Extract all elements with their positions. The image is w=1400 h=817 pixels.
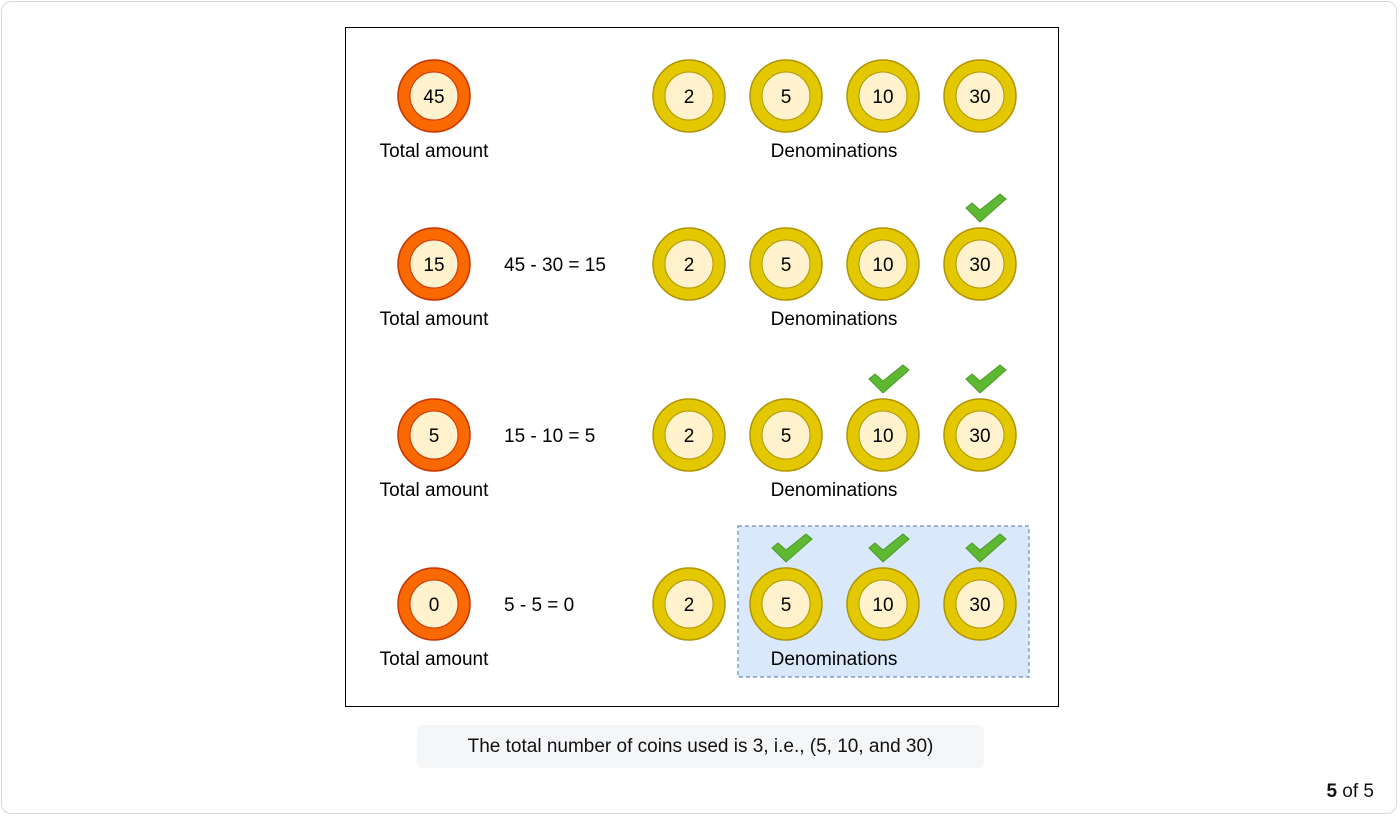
denomination-coin-5-value: 5: [781, 255, 792, 276]
denomination-coin-2-inner: [664, 410, 714, 460]
denominations-label: Denominations: [771, 649, 898, 670]
pager-separator: of: [1342, 781, 1364, 802]
denomination-coin-10-value: 10: [872, 595, 893, 616]
denomination-coin-5-inner: [761, 579, 811, 629]
denomination-coin-10-inner: [858, 239, 908, 289]
denomination-coin-30-value: 30: [969, 595, 990, 616]
denomination-coin-5: 5: [749, 398, 823, 472]
pager-current: 5: [1326, 781, 1338, 802]
total-amount-coin: 45: [397, 59, 471, 133]
denomination-coin-10-value: 10: [872, 255, 893, 276]
total-amount-coin-inner: [409, 579, 459, 629]
total-amount-label: Total amount: [380, 141, 490, 162]
subtraction-equation: 45 - 30 = 15: [504, 255, 606, 276]
denomination-coin-2: 2: [652, 227, 726, 301]
denomination-coin-30-inner: [955, 71, 1005, 121]
denomination-coin-10-inner: [858, 410, 908, 460]
total-amount-label: Total amount: [380, 480, 490, 501]
denomination-coin-2-value: 2: [684, 426, 695, 447]
denomination-coin-2: 2: [652, 398, 726, 472]
denomination-coin-2-inner: [664, 579, 714, 629]
denomination-coin-5-value: 5: [781, 87, 792, 108]
denomination-coin-5-inner: [761, 71, 811, 121]
check-icon: [965, 193, 1007, 223]
check-icon: [771, 533, 813, 563]
denominations-label: Denominations: [771, 141, 898, 162]
total-amount-coin: 0: [397, 567, 471, 641]
denomination-coin-10-inner: [858, 71, 908, 121]
subtraction-equation: 5 - 5 = 0: [504, 595, 574, 616]
denomination-coin-5-inner: [761, 239, 811, 289]
total-amount-coin-inner: [409, 71, 459, 121]
denomination-coin-2-inner: [664, 71, 714, 121]
denomination-coin-30-inner: [955, 579, 1005, 629]
subtraction-equation: 15 - 10 = 5: [504, 426, 595, 447]
denomination-coin-10-value: 10: [872, 87, 893, 108]
denomination-coin-5-value: 5: [781, 426, 792, 447]
denomination-coin-2: 2: [652, 567, 726, 641]
denomination-coin-2-inner: [664, 239, 714, 289]
denomination-coin-10: 10: [846, 227, 920, 301]
denomination-coin-10-value: 10: [872, 426, 893, 447]
total-amount-coin-value: 0: [429, 595, 440, 616]
total-amount-label: Total amount: [380, 649, 490, 670]
denomination-coin-2-value: 2: [684, 255, 695, 276]
pager-total: 5: [1363, 781, 1374, 802]
denominations-label: Denominations: [771, 480, 898, 501]
denomination-coin-10-inner: [858, 579, 908, 629]
denomination-coin-30: 30: [943, 59, 1017, 133]
denomination-coin-5-value: 5: [781, 595, 792, 616]
denomination-coin-30: 30: [943, 398, 1017, 472]
total-amount-coin-inner: [409, 239, 459, 289]
total-amount-coin-value: 5: [429, 426, 440, 447]
denomination-coin-5-inner: [761, 410, 811, 460]
slide-pager: 5 of 5: [1326, 781, 1374, 803]
denomination-coin-10: 10: [846, 567, 920, 641]
total-amount-coin-value: 15: [423, 255, 444, 276]
denomination-coin-5: 5: [749, 59, 823, 133]
denomination-coin-30-inner: [955, 239, 1005, 289]
denomination-coin-30-inner: [955, 410, 1005, 460]
denomination-coin-30: 30: [943, 227, 1017, 301]
total-amount-coin: 15: [397, 227, 471, 301]
denomination-coin-5: 5: [749, 567, 823, 641]
denomination-coin-30-value: 30: [969, 87, 990, 108]
caption-text: The total number of coins used is 3, i.e…: [467, 735, 934, 757]
denominations-label: Denominations: [771, 309, 898, 330]
denomination-coin-30-value: 30: [969, 426, 990, 447]
check-icon: [965, 533, 1007, 563]
denomination-coin-10: 10: [846, 59, 920, 133]
caption: The total number of coins used is 3, i.e…: [417, 725, 984, 768]
denomination-coin-30-value: 30: [969, 255, 990, 276]
total-amount-label: Total amount: [380, 309, 490, 330]
check-icon: [868, 533, 910, 563]
denomination-coin-30: 30: [943, 567, 1017, 641]
total-amount-coin-inner: [409, 410, 459, 460]
total-amount-coin-value: 45: [423, 87, 444, 108]
check-icon: [965, 364, 1007, 394]
check-icon: [868, 364, 910, 394]
denomination-coin-5: 5: [749, 227, 823, 301]
total-amount-coin: 5: [397, 398, 471, 472]
denomination-coin-2-value: 2: [684, 595, 695, 616]
denomination-coin-10: 10: [846, 398, 920, 472]
denomination-coin-2-value: 2: [684, 87, 695, 108]
denomination-coin-2: 2: [652, 59, 726, 133]
